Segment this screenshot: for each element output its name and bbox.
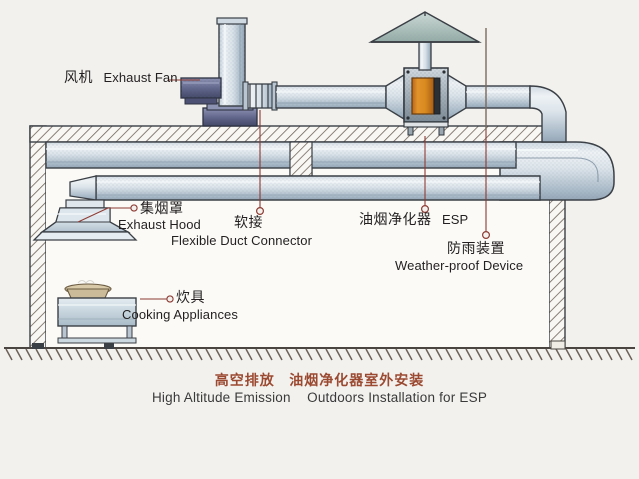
horizontal-duct-lower bbox=[69, 175, 541, 201]
fan-base-plate bbox=[202, 107, 258, 127]
leader-lines bbox=[77, 79, 491, 303]
vertical-discharge-stack bbox=[418, 39, 432, 71]
caption-en-left: High Altitude Emission bbox=[151, 389, 291, 405]
label-esp-en: ESP bbox=[441, 212, 469, 227]
label-cooking-appliances-en: Cooking Appliances bbox=[122, 307, 238, 322]
stove-body bbox=[57, 297, 137, 327]
label-exhaust-hood: 集烟罩 Exhaust Hood bbox=[118, 200, 201, 231]
caption-cn-right: 油烟净化器室外安装 bbox=[289, 372, 425, 388]
horizontal-duct-upper bbox=[45, 141, 517, 169]
label-weather-proof-device-en: Weather-proof Device bbox=[395, 258, 524, 273]
caption-cn-row: 高空排放 油烟净化器室外安装 bbox=[0, 373, 639, 390]
label-exhaust-hood-en: Exhaust Hood bbox=[118, 217, 201, 232]
fan-motor bbox=[180, 77, 222, 105]
caption-en-row: High Altitude Emission Outdoors Installa… bbox=[0, 390, 639, 407]
label-weather-proof-device-cn: 防雨装置 bbox=[447, 240, 505, 256]
exhaust-hood bbox=[32, 199, 138, 241]
label-weather-proof-device: 防雨装置 Weather-proof Device bbox=[395, 240, 523, 272]
fan-stack-top-flange bbox=[216, 17, 248, 25]
label-cooking-appliances-cn: 炊具 bbox=[176, 289, 205, 305]
caption-cn-left: 高空排放 bbox=[214, 372, 275, 388]
roof-duct-run bbox=[275, 85, 387, 109]
cooking-stove bbox=[57, 279, 137, 344]
interior-partition-overlay bbox=[289, 141, 313, 177]
label-esp: 油烟净化器 ESP bbox=[359, 212, 468, 229]
label-exhaust-hood-cn: 集烟罩 bbox=[140, 200, 184, 216]
label-flexible-duct-connector-cn: 软接 bbox=[234, 214, 263, 230]
roof-duct-run-right bbox=[465, 85, 567, 143]
esp-access-panel bbox=[411, 77, 435, 115]
steam bbox=[77, 279, 95, 284]
label-exhaust-fan-cn: 风机 bbox=[64, 69, 93, 85]
label-flexible-duct-connector-en: Flexible Duct Connector bbox=[171, 233, 313, 248]
label-exhaust-fan: 风机 Exhaust Fan bbox=[64, 70, 178, 87]
weather-proof-cap bbox=[368, 11, 487, 130]
esp-panel-handle bbox=[433, 77, 441, 115]
exhaust-fan-unit bbox=[180, 17, 258, 127]
diagram-caption: 高空排放 油烟净化器室外安装 High Altitude Emission Ou… bbox=[0, 373, 639, 407]
roof-slab bbox=[29, 125, 566, 143]
flexible-duct-connector bbox=[242, 81, 278, 111]
label-esp-cn: 油烟净化器 bbox=[359, 211, 432, 227]
label-exhaust-fan-en: Exhaust Fan bbox=[103, 70, 178, 85]
ground-line bbox=[4, 340, 635, 361]
esp-unit bbox=[403, 67, 449, 136]
label-cooking-appliances: 炊具 Cooking Appliances bbox=[122, 289, 238, 321]
label-flexible-duct-connector: 软接 Flexible Duct Connector bbox=[171, 214, 312, 247]
caption-en-right: Outdoors Installation for ESP bbox=[307, 389, 488, 405]
